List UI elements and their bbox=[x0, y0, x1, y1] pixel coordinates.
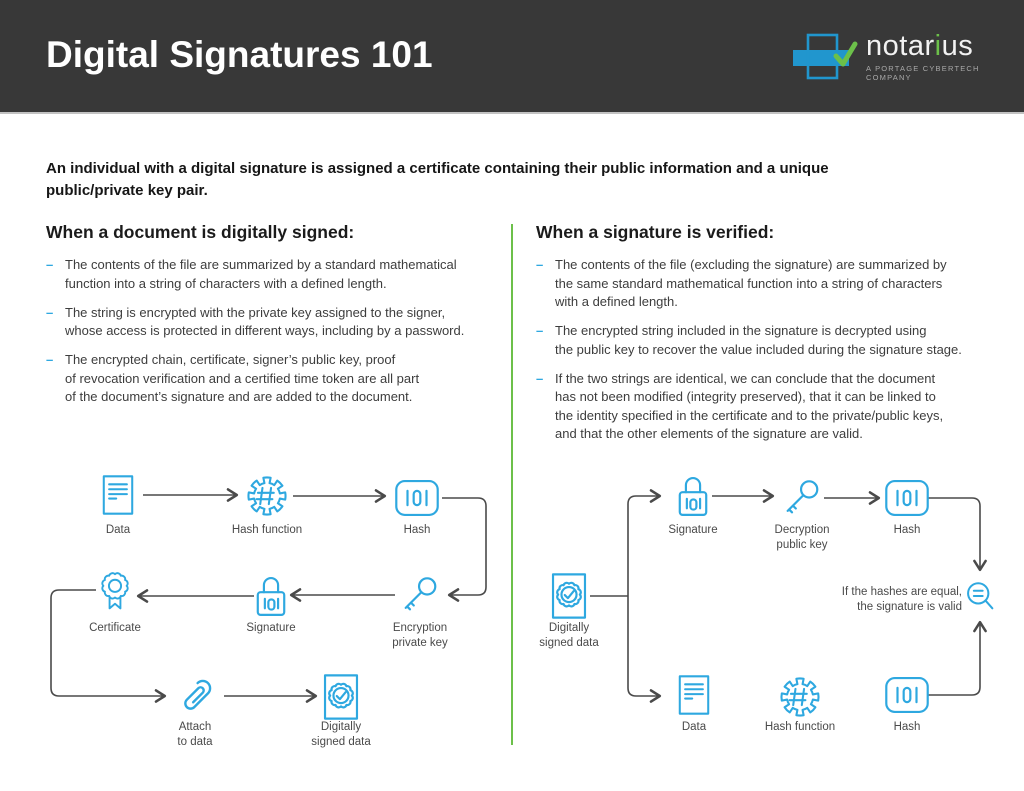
bullet-dash: – bbox=[536, 370, 544, 386]
header-bar: Digital Signatures 101 notarius A PORTAG… bbox=[0, 0, 1024, 114]
list-item: –The contents of the file are summarized… bbox=[46, 256, 496, 293]
node-label-hash-top: Hash bbox=[893, 524, 921, 536]
signed-document-icon bbox=[551, 573, 587, 619]
node-label-hash-function: Hash function bbox=[231, 524, 303, 536]
bullet-dash: – bbox=[46, 352, 54, 367]
list-item: –If the two strings are identical, we ca… bbox=[536, 370, 1006, 444]
bullet-text: The string is encrypted with the private… bbox=[65, 304, 465, 339]
verification-flow-diagram: Digitally signed data Signature Decrypti… bbox=[530, 455, 1024, 767]
magnifier-equals-icon bbox=[967, 582, 994, 610]
node-label-data: Data bbox=[681, 721, 707, 733]
node-label-signature: Signature bbox=[246, 622, 296, 634]
bullet-text: If the two strings are identical, we can… bbox=[555, 370, 944, 442]
paperclip-icon bbox=[184, 679, 212, 710]
list-item: –The encrypted chain, certificate, signe… bbox=[46, 351, 496, 407]
document-icon bbox=[102, 475, 134, 515]
key-icon bbox=[404, 577, 437, 611]
bullet-text: The encrypted chain, certificate, signer… bbox=[65, 352, 420, 404]
padlock-icon bbox=[256, 577, 286, 616]
node-label-decryption-key: Decryption public key bbox=[774, 524, 830, 551]
certificate-rosette-icon bbox=[101, 572, 129, 610]
heading-verified: When a signature is verified: bbox=[536, 222, 775, 242]
bullet-dash: – bbox=[46, 304, 54, 320]
heading-signed: When a document is digitally signed: bbox=[46, 222, 355, 242]
result-note: If the hashes are equal, the signature i… bbox=[841, 586, 962, 613]
key-icon bbox=[786, 480, 819, 514]
hash-code-icon bbox=[885, 479, 929, 517]
hash-code-icon bbox=[395, 479, 439, 517]
document-icon bbox=[678, 675, 710, 715]
node-label-attach: Attach to data bbox=[177, 721, 213, 748]
node-label-hash-bottom: Hash bbox=[893, 721, 921, 733]
brand-prefix: notar bbox=[866, 30, 935, 62]
gear-hash-icon bbox=[247, 476, 287, 516]
list-item: –The contents of the file (excluding the… bbox=[536, 256, 1006, 312]
signing-flow-diagram: Data Hash function Hash Certificate Sign… bbox=[30, 455, 520, 767]
notarius-cross-check-icon bbox=[793, 33, 858, 80]
bullet-dash: – bbox=[536, 323, 544, 338]
bullet-dash: – bbox=[536, 257, 544, 272]
signed-bullet-list: –The contents of the file are summarized… bbox=[46, 256, 496, 417]
node-label-encryption-key: Encryption private key bbox=[392, 622, 448, 649]
intro-text: An individual with a digital signature i… bbox=[46, 160, 829, 199]
notarius-logo: notarius A PORTAGE CYBERTECH COMPANY bbox=[792, 31, 992, 85]
brand-suffix: us bbox=[941, 30, 974, 62]
signed-document-icon bbox=[323, 674, 359, 720]
node-label-signed-data: Digitally signed data bbox=[539, 622, 599, 649]
node-label-hash-function: Hash function bbox=[764, 721, 836, 733]
notarius-wordmark: notarius A PORTAGE CYBERTECH COMPANY bbox=[866, 31, 992, 82]
hash-code-icon bbox=[885, 676, 929, 714]
green-divider bbox=[511, 224, 513, 745]
node-label-data: Data bbox=[105, 524, 131, 536]
node-label-hash: Hash bbox=[403, 524, 431, 536]
padlock-icon bbox=[678, 477, 708, 516]
list-item: –The string is encrypted with the privat… bbox=[46, 304, 496, 341]
bullet-text: The encrypted string included in the sig… bbox=[555, 323, 962, 357]
logo-tagline: A PORTAGE CYBERTECH COMPANY bbox=[866, 64, 980, 82]
list-item: –The encrypted string included in the si… bbox=[536, 322, 1006, 359]
verification-flow-connectors bbox=[590, 489, 987, 703]
verified-bullet-list: –The contents of the file (excluding the… bbox=[536, 256, 1006, 454]
page-title: Digital Signatures 101 bbox=[46, 34, 433, 75]
bullet-text: The contents of the file are summarized … bbox=[65, 257, 457, 291]
bullet-text: The contents of the file (excluding the … bbox=[555, 257, 947, 309]
brand-i: i bbox=[934, 30, 942, 62]
bullet-dash: – bbox=[46, 257, 54, 272]
signing-flow-connectors bbox=[50, 488, 487, 703]
gear-hash-icon bbox=[780, 677, 820, 717]
node-label-certificate: Certificate bbox=[89, 622, 141, 634]
node-label-signature: Signature bbox=[668, 524, 718, 536]
node-label-signed-data: Digitally signed data bbox=[311, 721, 371, 748]
